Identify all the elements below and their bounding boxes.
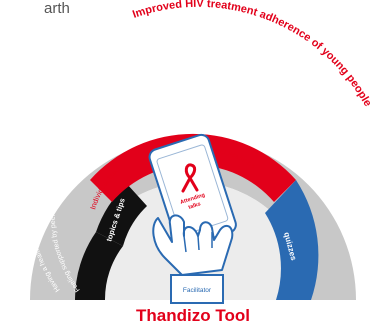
segment-topics-tips-upper (96, 184, 147, 246)
band-dot (153, 103, 159, 109)
facilitator-box (170, 274, 224, 304)
hand-finger-line (183, 232, 213, 253)
segment-referrals (90, 133, 296, 202)
referrals-label: referrals (173, 97, 208, 107)
cropped-header-text: arth (44, 0, 70, 17)
segment-quizzes (265, 180, 319, 300)
band-dot (287, 99, 293, 105)
band-text-less-stigma: Experiencing less stigma (289, 106, 340, 173)
facilitator-label: Facilitator (183, 287, 212, 294)
segment-topics-tips (74, 232, 123, 300)
hand-illustration (152, 214, 234, 276)
diagram-title: Thandizo Tool (136, 306, 250, 325)
band-dot (172, 87, 178, 93)
phone-screen-line2: talks (188, 201, 202, 211)
red-ribbon-icon (181, 163, 199, 193)
